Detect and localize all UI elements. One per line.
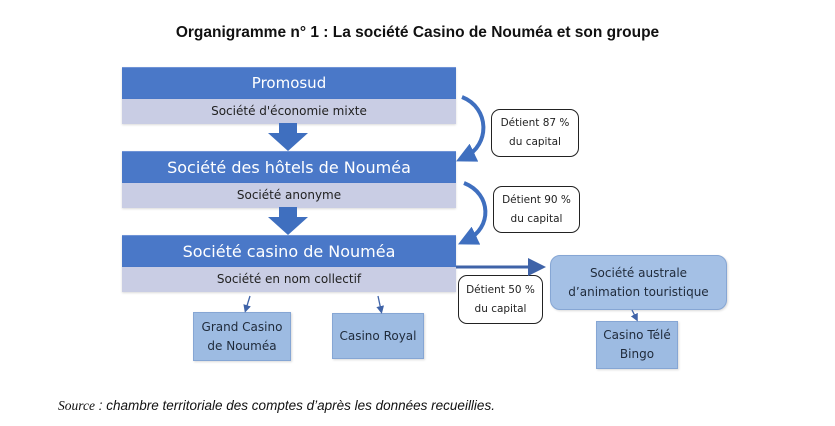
note-line1: Détient 90 % (502, 193, 571, 206)
down-arrow-icon (268, 207, 308, 235)
box-casino-tele-bingo: Casino Télé Bingo (596, 321, 678, 369)
box-casino-royal: Casino Royal (332, 313, 424, 359)
source-note: Source : chambre territoriale des compte… (58, 398, 495, 414)
ownership-note-90: Détient 90 % du capital (493, 186, 580, 233)
box-line1: Casino Télé (603, 328, 671, 342)
box-line2: d’animation touristique (568, 284, 709, 299)
source-label: Source (58, 398, 95, 413)
entity-name: Société casino de Nouméa (122, 235, 456, 267)
box-societe-australe: Société australe d’animation touristique (550, 255, 727, 310)
entity-name: Promosud (122, 67, 456, 99)
entity-type: Société anonyme (122, 183, 456, 208)
note-line2: du capital (510, 212, 563, 225)
box-line2: de Nouméa (207, 338, 277, 353)
note-line1: Détient 50 % (466, 283, 535, 296)
box-line2: Bingo (619, 347, 655, 361)
note-line1: Détient 87 % (500, 117, 570, 129)
source-text: : chambre territoriale des comptes d’apr… (95, 398, 495, 413)
box-line1: Société australe (589, 265, 688, 280)
small-arrow-icon (376, 295, 384, 314)
small-arrow-icon (243, 295, 251, 313)
small-arrow-icon (630, 309, 638, 322)
ownership-note-50: Détient 50 % du capital (458, 275, 543, 324)
entity-name: Société des hôtels de Nouméa (122, 151, 456, 183)
curved-arrow-icon (455, 95, 486, 162)
curved-arrow-icon (457, 181, 488, 245)
note-line2: du capital (509, 136, 561, 148)
box-line1: Casino Royal (339, 328, 417, 343)
entity-promosud: Promosud Société d'économie mixte (122, 67, 456, 124)
box-grand-casino: Grand Casino de Nouméa (193, 312, 291, 361)
diagram-title: Organigramme n° 1 : La société Casino de… (175, 24, 660, 41)
ownership-note-87: Détient 87 % du capital (491, 109, 579, 157)
entity-societe-hotels: Société des hôtels de Nouméa Société ano… (122, 151, 456, 208)
entity-societe-casino: Société casino de Nouméa Société en nom … (122, 235, 456, 292)
box-line1: Grand Casino (201, 319, 283, 334)
entity-type: Société en nom collectif (122, 267, 456, 292)
note-line2: du capital (474, 302, 527, 315)
entity-type: Société d'économie mixte (122, 99, 456, 124)
down-arrow-icon (268, 123, 308, 151)
